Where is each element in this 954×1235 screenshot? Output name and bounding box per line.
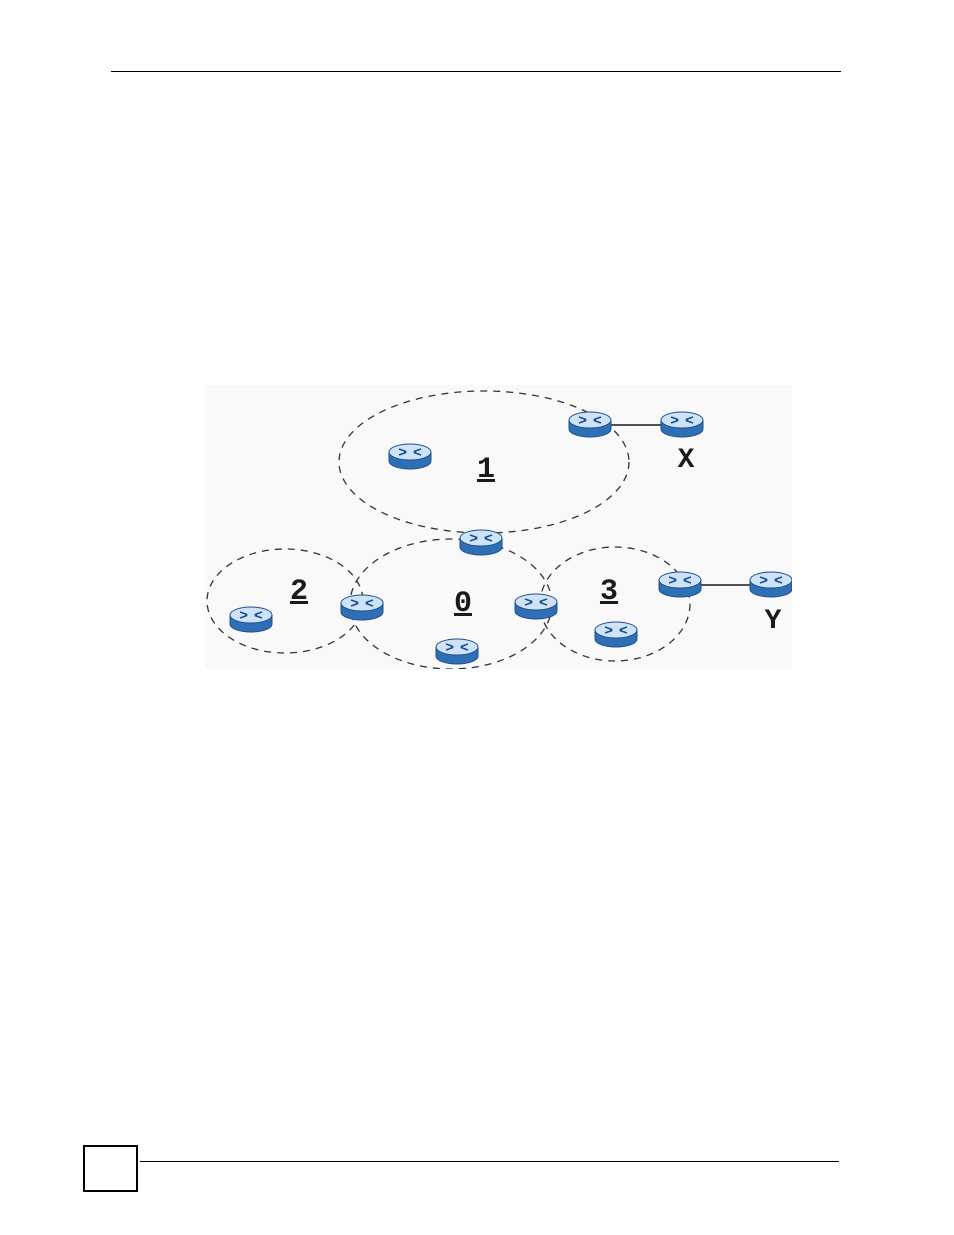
header-rule <box>111 71 841 72</box>
page-number-box <box>83 1145 138 1192</box>
router-icon <box>230 607 272 632</box>
router-icon <box>436 639 478 664</box>
router-icon <box>389 444 431 469</box>
router-icon <box>460 530 502 555</box>
router-icon <box>661 412 703 437</box>
footer-rule <box>140 1161 839 1162</box>
network-x-label: X <box>678 445 695 476</box>
router-icon <box>515 594 557 619</box>
router-icon <box>659 572 701 597</box>
area-2-label: 2 <box>290 575 308 609</box>
diagram-canvas: 1 2 0 3 X Y <box>205 385 792 669</box>
ospf-area-diagram: 1 2 0 3 X Y <box>205 385 792 669</box>
router-icon <box>569 412 611 437</box>
diagram-background <box>205 385 792 669</box>
router-icon <box>750 572 792 597</box>
router-icon <box>341 595 383 620</box>
router-icon <box>595 622 637 647</box>
area-1-label: 1 <box>477 453 495 487</box>
area-3-label: 3 <box>600 575 618 609</box>
network-y-label: Y <box>765 606 782 637</box>
area-0-label: 0 <box>454 587 472 621</box>
